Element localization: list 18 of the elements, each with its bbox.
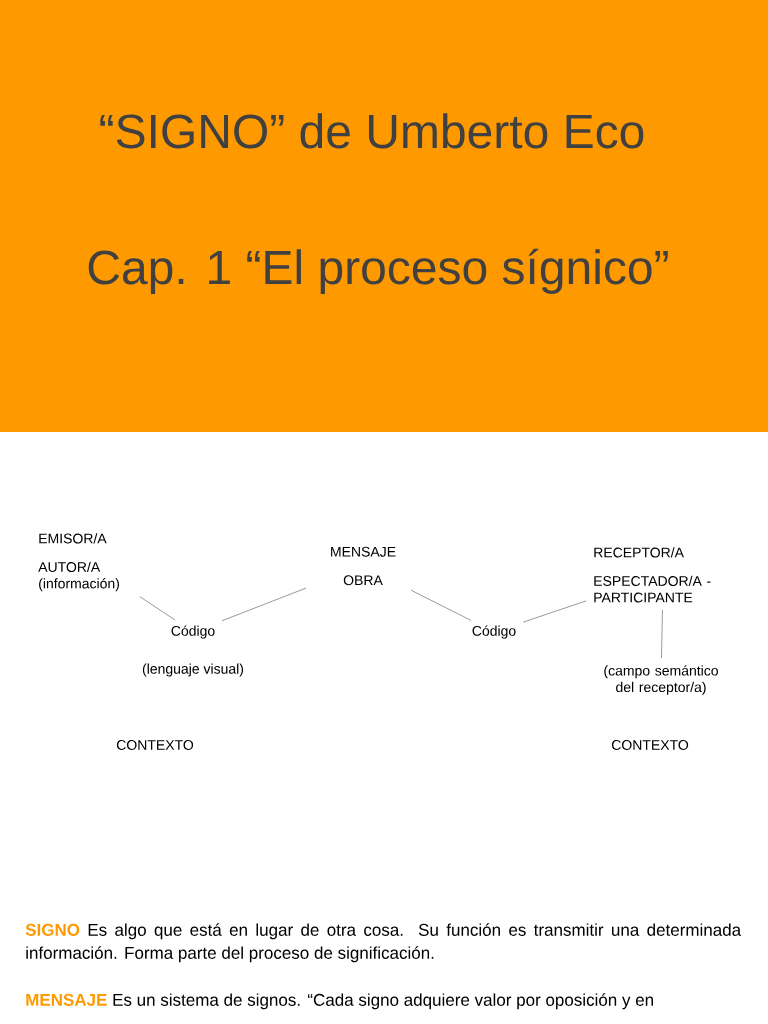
connector-line (139, 596, 176, 621)
subtitle: Cap. 1 “El proceso sígnico” (88, 248, 668, 294)
context-label: CONTEXTO (611, 740, 689, 750)
node-text: MENSAJE OBRA (331, 546, 396, 586)
definition-text: SIGNO Es algo que está en lugar de otra cosa. Su función es transmitir una determinada información. Forma parte del proceso de significación. (25, 923, 742, 963)
node-text: RECEPTOR/A ESPECTADOR/A - PARTICIPANTE (594, 547, 711, 603)
context-label: CONTEXTO (116, 740, 194, 750)
node-text: (campo semántico del receptor/a) (604, 665, 718, 695)
node-text: Código (472, 625, 516, 639)
connector-line (221, 587, 307, 622)
definition-text: MENSAJE Es un sistema de signos. “Cada signo adquiere valor por oposición y en (26, 993, 653, 1010)
connector-line (410, 589, 472, 621)
node-caption: (lenguaje visual) (142, 663, 244, 677)
connector-line (522, 600, 587, 623)
node-text: EMISOR/A AUTOR/A (información) (38, 533, 119, 592)
node-text: Código (171, 625, 215, 639)
connector-line (661, 609, 663, 659)
title: “SIGNO” de Umberto Eco (100, 113, 644, 149)
